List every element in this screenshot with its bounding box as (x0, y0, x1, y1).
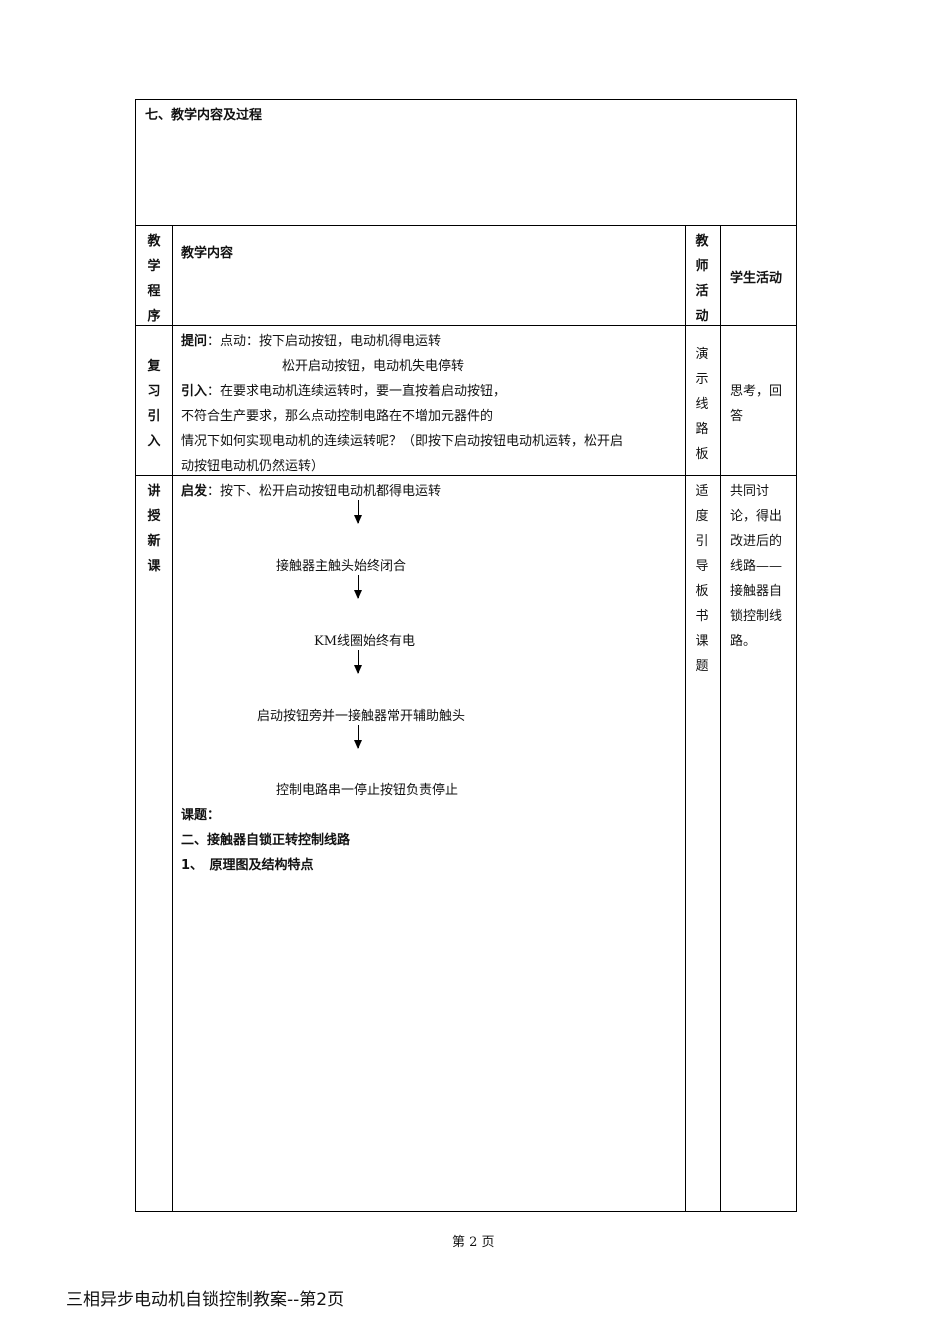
header-student: 学生活动 (730, 271, 783, 286)
header-teacher: 教师活动 (695, 234, 709, 324)
question-label: 提问 (181, 334, 208, 349)
review-teacher-activity: 演示线路板 (695, 347, 709, 462)
table-border-left (135, 99, 136, 1212)
down-arrow-icon (354, 500, 362, 524)
inspire-label: 启发 (181, 484, 208, 499)
table-border-top (135, 99, 797, 100)
col-divider (685, 225, 686, 1212)
down-arrow-icon (354, 725, 362, 749)
intro-text-4: 动按钮电动机仍然运转） (181, 459, 325, 474)
col-divider (720, 225, 721, 1212)
row-divider (135, 325, 797, 326)
question-text: ：点动：按下启动按钮，电动机得电运转 (207, 334, 442, 349)
intro-label: 引入 (181, 384, 208, 399)
section-title: 七、教学内容及过程 (145, 108, 263, 123)
new-lesson-procedure: 讲授新课 (147, 484, 161, 574)
new-lesson-student-activity: 共同讨论，得出改进后的线路——接触器自锁控制线路。 (730, 484, 783, 649)
table-border-bottom (135, 1211, 797, 1212)
intro-text-3: 情况下如何实现电动机的连续运转呢？（即按下启动按钮电动机运转，松开启 (181, 434, 624, 449)
topic-title: 二、接触器自锁正转控制线路 (181, 833, 351, 848)
flow-step: KM线圈始终有电 (314, 634, 416, 649)
col-divider (172, 225, 173, 1212)
review-procedure: 复习引入 (147, 359, 161, 449)
down-arrow-icon (354, 650, 362, 674)
page-number: 第 2 页 (452, 1235, 495, 1250)
header-procedure: 教学程序 (147, 234, 161, 324)
header-content: 教学内容 (181, 246, 234, 261)
inspire-text: ：按下、松开启动按钮电动机都得电运转 (207, 484, 442, 499)
flow-step: 启动按钮旁并一接触器常开辅助触头 (257, 709, 466, 724)
new-lesson-teacher-activity: 适度引导板书课题 (695, 484, 709, 674)
item-1: 1、 原理图及结构特点 (181, 858, 314, 873)
intro-text-2: 不符合生产要求，那么点动控制电路在不增加元器件的 (181, 409, 494, 424)
flow-step: 接触器主触头始终闭合 (276, 559, 407, 574)
question-text-2: 松开启动按钮，电动机失电停转 (282, 359, 465, 374)
flow-step: 控制电路串一停止按钮负责停止 (276, 783, 459, 798)
topic-label: 课题： (181, 808, 221, 823)
table-border-right (796, 99, 797, 1212)
row-divider (135, 475, 797, 476)
row-divider (135, 225, 797, 226)
review-student-activity: 思考，回答 (730, 384, 783, 424)
document-footer: 三相异步电动机自锁控制教案--第2页 (66, 1290, 345, 1310)
intro-text: ：在要求电动机连续运转时，要一直按着启动按钮， (207, 384, 507, 399)
down-arrow-icon (354, 575, 362, 599)
